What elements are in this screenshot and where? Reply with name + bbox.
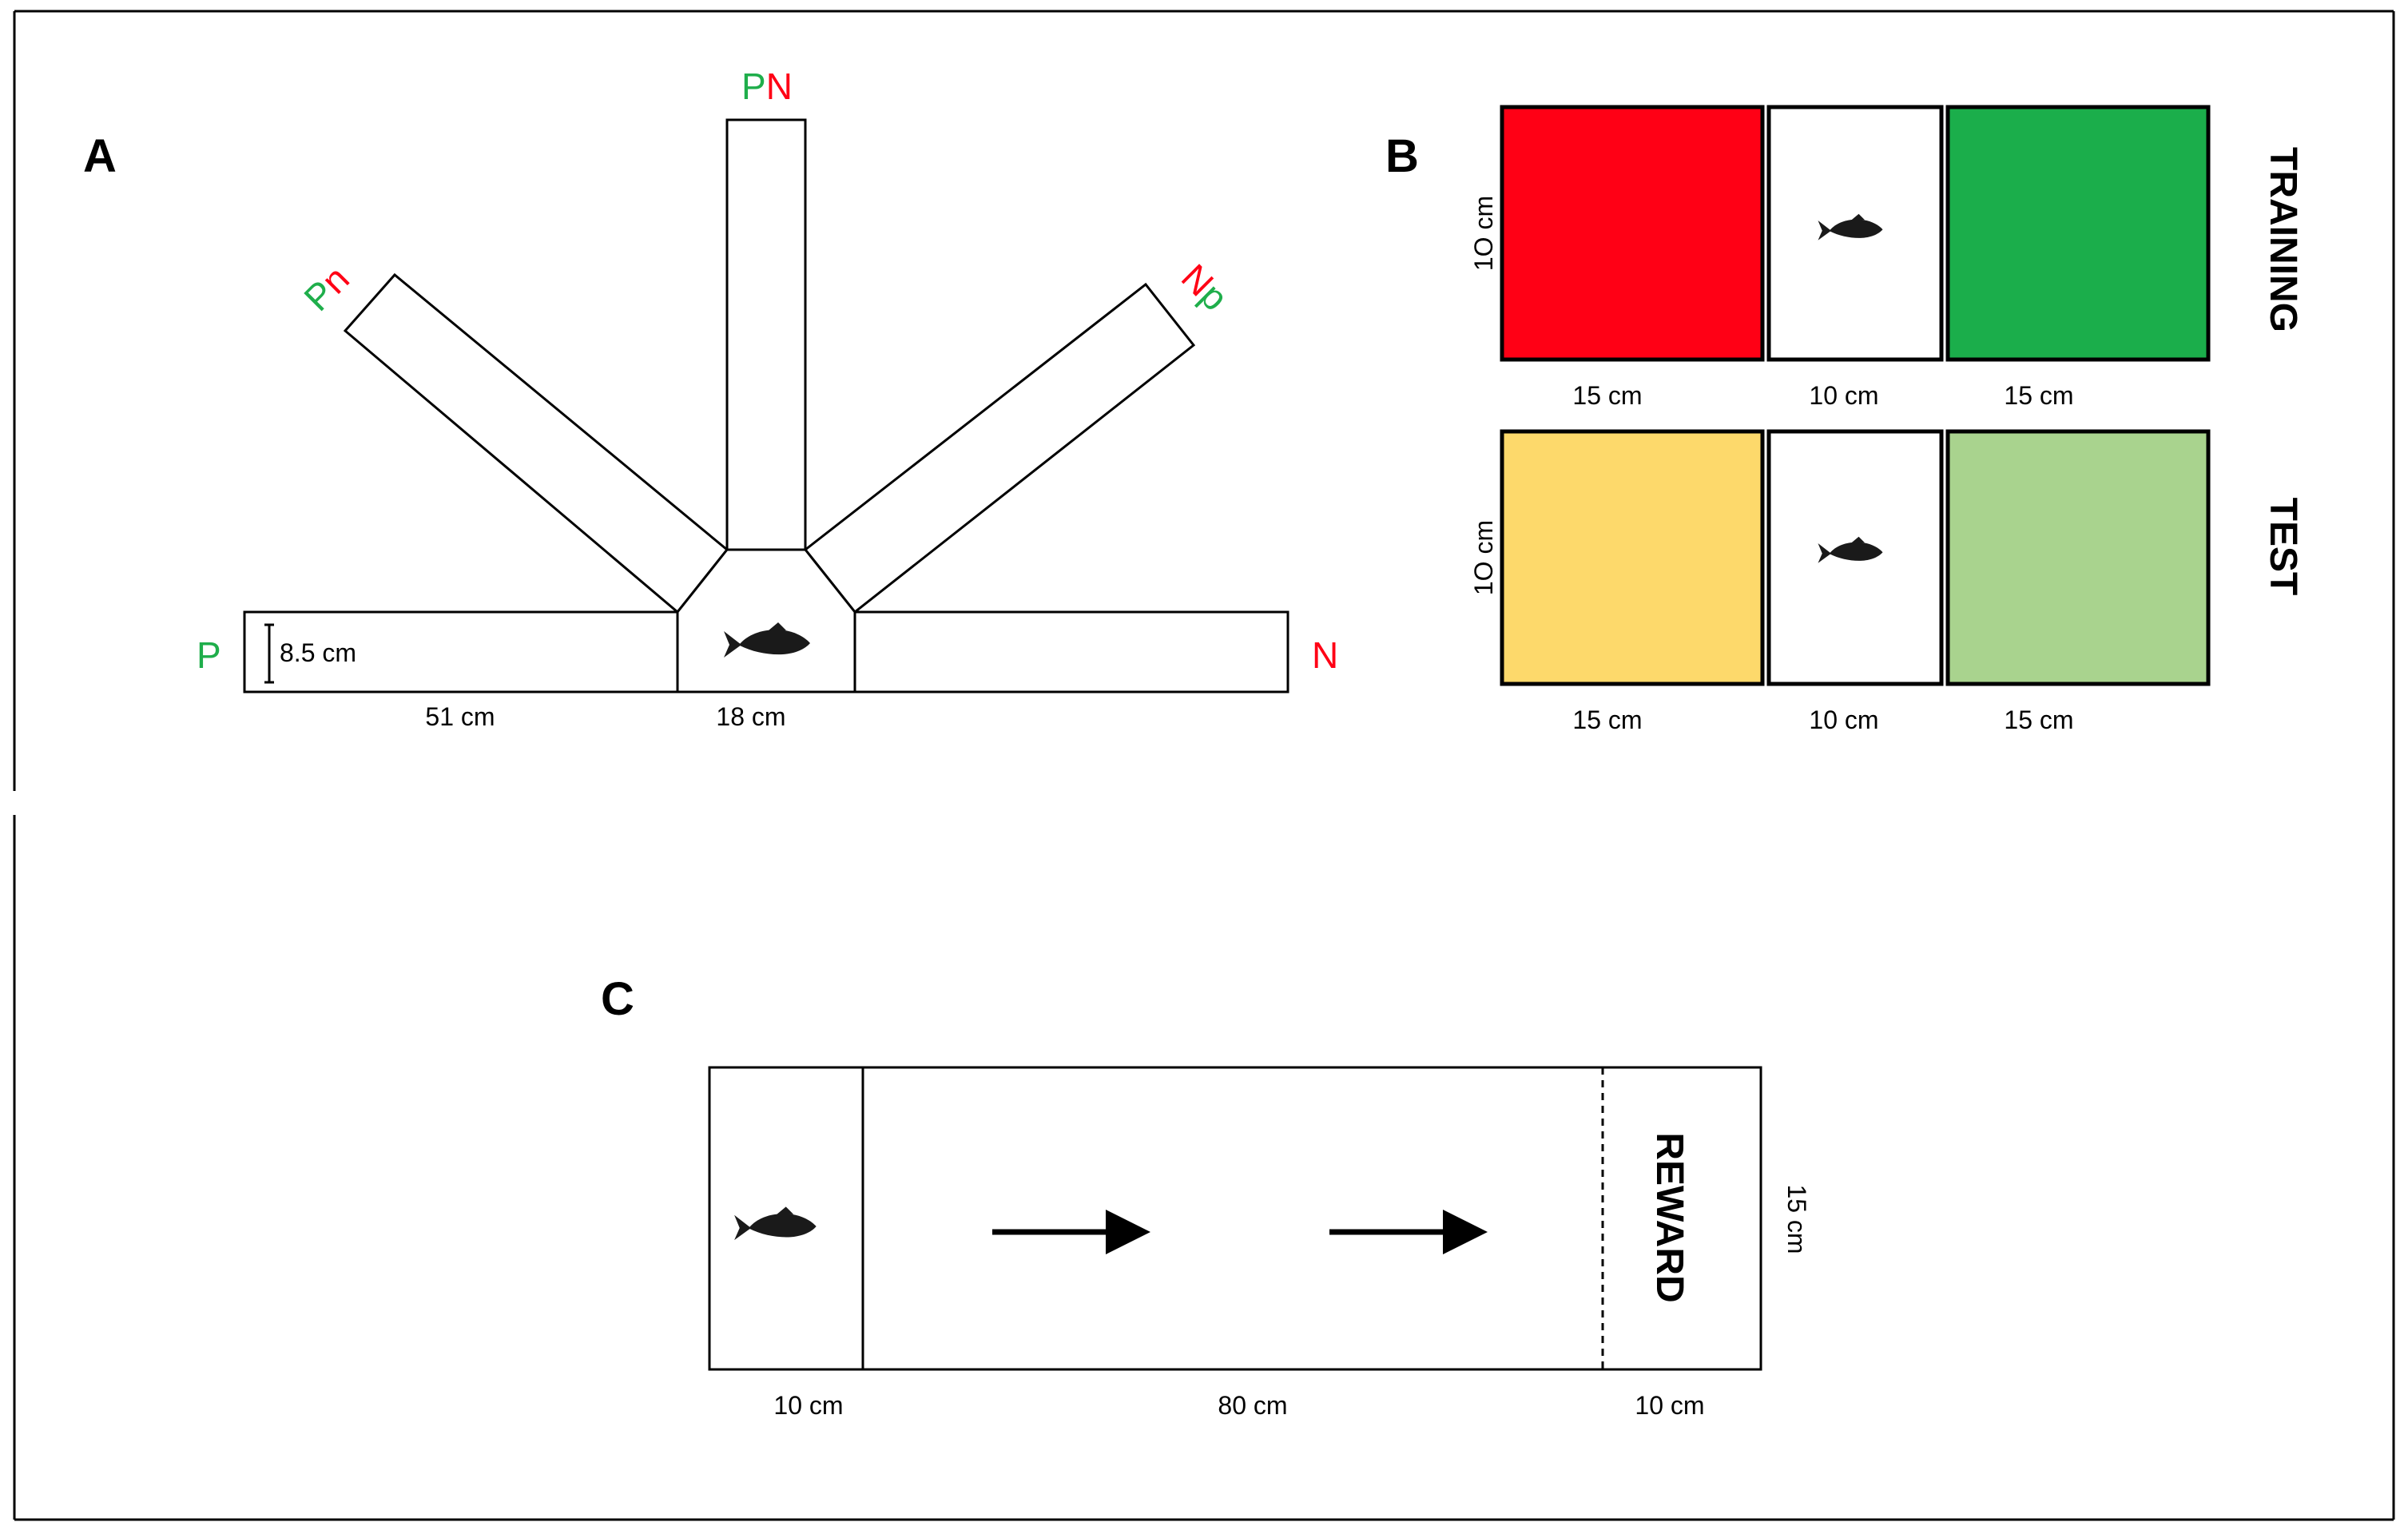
test-width-right: 15 cm: [2004, 705, 2073, 734]
training-red-compartment: [1500, 105, 1765, 362]
center-width-label: 18 cm: [716, 702, 785, 731]
reward-label: REWARD: [1648, 1132, 1691, 1302]
arm-length-label: 51 cm: [425, 702, 495, 731]
panel-a-label: A: [83, 130, 117, 182]
training-width-right: 15 cm: [2004, 381, 2073, 410]
figure-frame: [13, 10, 2395, 1521]
arm-top-label: PN: [741, 66, 793, 107]
training-green-compartment: [1945, 105, 2211, 362]
test-lightgreen-compartment: [1945, 429, 2211, 686]
panel-b: B 1O cm 15 cm 10 cm 15 cm TRAINING 1O cm…: [1385, 105, 2304, 734]
panel-c: C REWARD 15 cm 10 cm 80 cm 10 cm: [601, 973, 1811, 1420]
arm-left-label: P: [197, 634, 221, 676]
test-height-label: 1O cm: [1469, 520, 1498, 595]
arm-left: [243, 610, 679, 693]
training-height-label: 1O cm: [1469, 196, 1498, 271]
test-setup: 1O cm 15 cm 10 cm 15 cm TEST: [1469, 429, 2304, 734]
test-width-left: 15 cm: [1572, 705, 1642, 734]
arm-left-diag: [343, 272, 729, 614]
panel-c-label: C: [601, 973, 634, 1025]
training-width-center: 10 cm: [1809, 381, 1878, 410]
test-title: TEST: [2262, 498, 2304, 596]
arm-right: [853, 610, 1289, 693]
arm-width-label: 8.5 cm: [280, 638, 356, 667]
arm-left-diag-label: Pn: [296, 258, 357, 320]
runway-width-middle: 80 cm: [1218, 1391, 1287, 1420]
runway-apparatus: [708, 1066, 1762, 1371]
test-yellow-compartment: [1500, 429, 1765, 686]
arm-top: [725, 118, 807, 551]
training-width-left: 15 cm: [1572, 381, 1642, 410]
arm-right-diag-label: Np: [1174, 256, 1236, 318]
training-setup: 1O cm 15 cm 10 cm 15 cm TRAINING: [1469, 105, 2304, 410]
panel-b-label: B: [1385, 130, 1419, 182]
training-title: TRAINING: [2262, 147, 2304, 332]
panel-a: A PN Pn Np P N 8.5 cm 51 cm 18 c: [83, 66, 1338, 731]
test-width-center: 10 cm: [1809, 705, 1878, 734]
runway-height-label: 15 cm: [1782, 1184, 1811, 1254]
scale-bar-icon: [264, 623, 274, 684]
runway-width-reward: 10 cm: [1635, 1391, 1704, 1420]
runway-width-start: 10 cm: [773, 1391, 843, 1420]
arm-right-diag: [803, 282, 1196, 614]
arm-right-label: N: [1312, 634, 1338, 676]
